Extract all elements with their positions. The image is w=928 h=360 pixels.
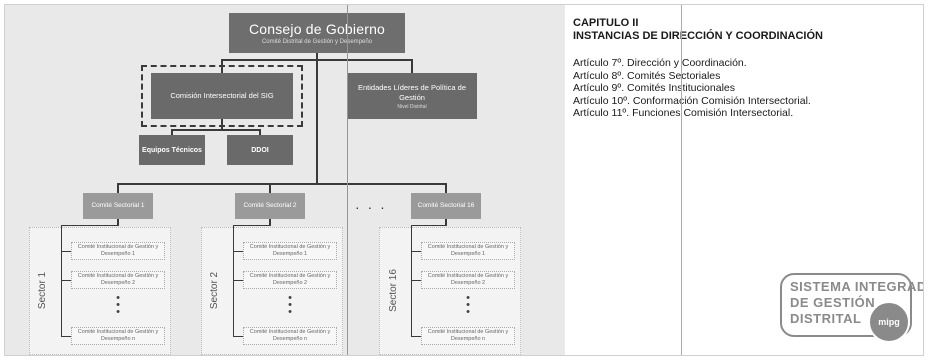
comite-institucional: Comité Institucional de Gestión y Desemp… [71,242,165,260]
dd-drop-line [259,129,261,135]
c2-link [233,225,271,226]
sector-label-16: Sector 16 [387,268,399,312]
sector-label-2: Sector 2 [209,271,221,309]
equipos-box: Equipos Técnicos [139,135,205,165]
c1-spine [61,225,62,337]
vertical-dots: ••• [288,292,292,318]
c1-tick [61,251,71,252]
comite-institucional: Comité Institucional de Gestión y Desemp… [421,327,515,345]
ddoi-label: DDOI [251,146,269,154]
article-item: Artículo 9º. Comités Institucionales [573,82,735,94]
comite-sectorial-2: Comité Sectorial 2 [235,193,305,219]
sector-label-1: Sector 1 [37,271,49,309]
comision-dashed-frame [141,65,303,127]
c2-stem [269,219,271,225]
sigd-logo: SISTEMA INTEGRADO DE GESTIÓN DISTRITAL m… [780,267,923,351]
logo-line-3: DISTRITAL [790,311,862,326]
comite-institucional: Comité Institucional de Gestión y Desemp… [243,271,337,289]
comite-label: Comité Sectorial 2 [243,202,297,209]
article-item: Artículo 11º. Funciones Comisión Interse… [573,107,794,119]
consejo-title: Consejo de Gobierno [248,21,386,37]
c2-spine [233,225,234,337]
ci-down-line [221,119,223,129]
comite-sectorial-1: Comité Sectorial 1 [83,193,153,219]
trunk-line [316,53,318,183]
chapter-title: CAPITULO II [573,17,639,29]
comite-institucional: Comité Institucional de Gestión y Desemp… [71,271,165,289]
c3-spine [411,225,412,337]
c1-tick [61,336,71,337]
vertical-dots: ••• [116,292,120,318]
vertical-dots: ••• [466,292,470,318]
logo-frame [780,273,912,337]
top-branch-line [221,59,413,61]
c2-tick [233,336,243,337]
entidades-label: Entidades Líderes de Política de Gestión [358,82,466,102]
c3-tick [411,336,421,337]
c3-drop-line [445,183,447,193]
c2-drop-line [269,183,271,193]
comite-institucional: Comité Institucional de Gestión y Desemp… [421,242,515,260]
logo-line-1: SISTEMA INTEGRADO [790,279,924,294]
c1-link [61,225,119,226]
mipg-seal-icon: mipg [868,301,910,343]
eq-drop-line [171,129,173,135]
c1-drop-line [117,183,119,193]
c2-tick [233,280,243,281]
c3-link [411,225,447,226]
guide-line-orange [681,5,682,355]
comite-institucional: Comité Institucional de Gestión y Desemp… [243,242,337,260]
article-item: Artículo 10º. Conformación Comisión Inte… [573,94,811,107]
comite-institucional: Comité Institucional de Gestión y Desemp… [421,271,515,289]
el-drop-line [411,59,413,73]
comision-label: Comisión Intersectorial del SIG [170,91,274,100]
comite-label: Comité Sectorial 1 [91,202,145,209]
c3-tick [411,280,421,281]
slide: Consejo de Gobierno Comité Distrital de … [4,4,924,356]
ellipsis: · · · [355,199,387,215]
chapter-heading: INSTANCIAS DE DIRECCIÓN Y COORDINACIÓN [573,30,823,42]
c3-tick [411,251,421,252]
comite-sectorial-16: Comité Sectorial 16 [411,193,481,219]
comite-institucional: Comité Institucional de Gestión y Desemp… [243,327,337,345]
logo-line-2: DE GESTIÓN [790,295,876,310]
article-item: Artículo 8º. Comités Sectoriales [573,69,721,82]
comision-box: Comisión Intersectorial del SIG [151,73,293,119]
c1-stem [117,219,119,225]
article-item: Artículo 7º. Dirección y Coordinación. [573,57,747,69]
article-list: Artículo 7º. Dirección y Coordinación. A… [573,57,923,120]
equipos-label: Equipos Técnicos [142,146,202,154]
consejo-subtitle: Comité Distrital de Gestión y Desempeño [261,39,373,45]
sector-branch-line [117,183,447,185]
ci-branch-line [171,129,261,131]
consejo-box: Consejo de Gobierno Comité Distrital de … [229,13,405,53]
chapter-text: CAPITULO II INSTANCIAS DE DIRECCIÓN Y CO… [573,17,923,120]
c2-tick [233,251,243,252]
comite-institucional: Comité Institucional de Gestión y Desemp… [71,327,165,345]
entidades-subtitle: Nivel Distrital [397,103,427,110]
c1-tick [61,280,71,281]
comite-label: Comité Sectorial 16 [417,202,475,209]
entidades-box: Entidades Líderes de Política de Gestión… [347,73,477,119]
guide-line-blue [347,5,348,355]
ddoi-box: DDOI [227,135,293,165]
c3-stem [445,219,447,225]
